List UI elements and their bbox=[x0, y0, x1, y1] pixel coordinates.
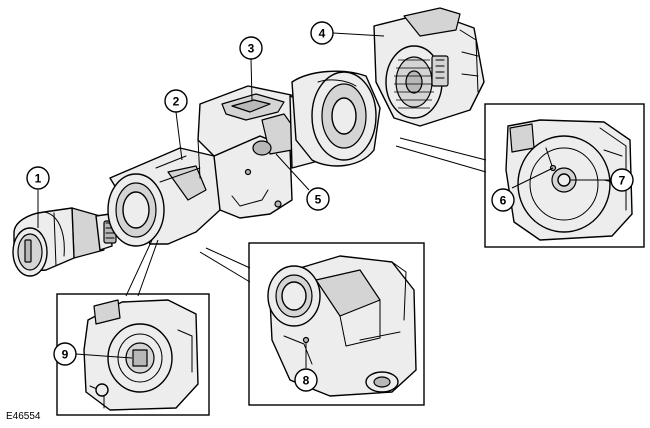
callout-8: 8 bbox=[294, 368, 318, 392]
lock-barrel bbox=[12, 207, 117, 277]
figure-id: E46554 bbox=[6, 411, 41, 422]
ignition-switch bbox=[373, 7, 485, 127]
callout-6: 6 bbox=[491, 188, 515, 212]
callout-label: 2 bbox=[173, 95, 180, 109]
inset-center-detail bbox=[267, 255, 417, 397]
callout-label: 3 bbox=[248, 42, 255, 56]
callout-leaders bbox=[37, 32, 611, 368]
callout-3: 3 bbox=[239, 36, 263, 60]
ignition-switch-body bbox=[291, 70, 381, 167]
callout-label: 4 bbox=[319, 27, 326, 41]
callout-label: 5 bbox=[315, 193, 322, 207]
callout-label: 1 bbox=[35, 172, 42, 186]
inset-left-detail bbox=[83, 299, 199, 411]
callout-label: 9 bbox=[62, 348, 69, 362]
lock-housing bbox=[107, 85, 325, 247]
callout-7: 7 bbox=[610, 168, 634, 192]
callout-1: 1 bbox=[26, 166, 50, 190]
inset-right-detail bbox=[505, 119, 633, 241]
callout-label: 7 bbox=[619, 174, 626, 188]
callout-2: 2 bbox=[164, 89, 188, 113]
callout-9: 9 bbox=[53, 342, 77, 366]
inset-pointers bbox=[125, 137, 487, 297]
callout-label: 8 bbox=[303, 374, 310, 388]
callout-label: 6 bbox=[500, 194, 507, 208]
callout-5: 5 bbox=[306, 187, 330, 211]
callout-4: 4 bbox=[310, 21, 334, 45]
